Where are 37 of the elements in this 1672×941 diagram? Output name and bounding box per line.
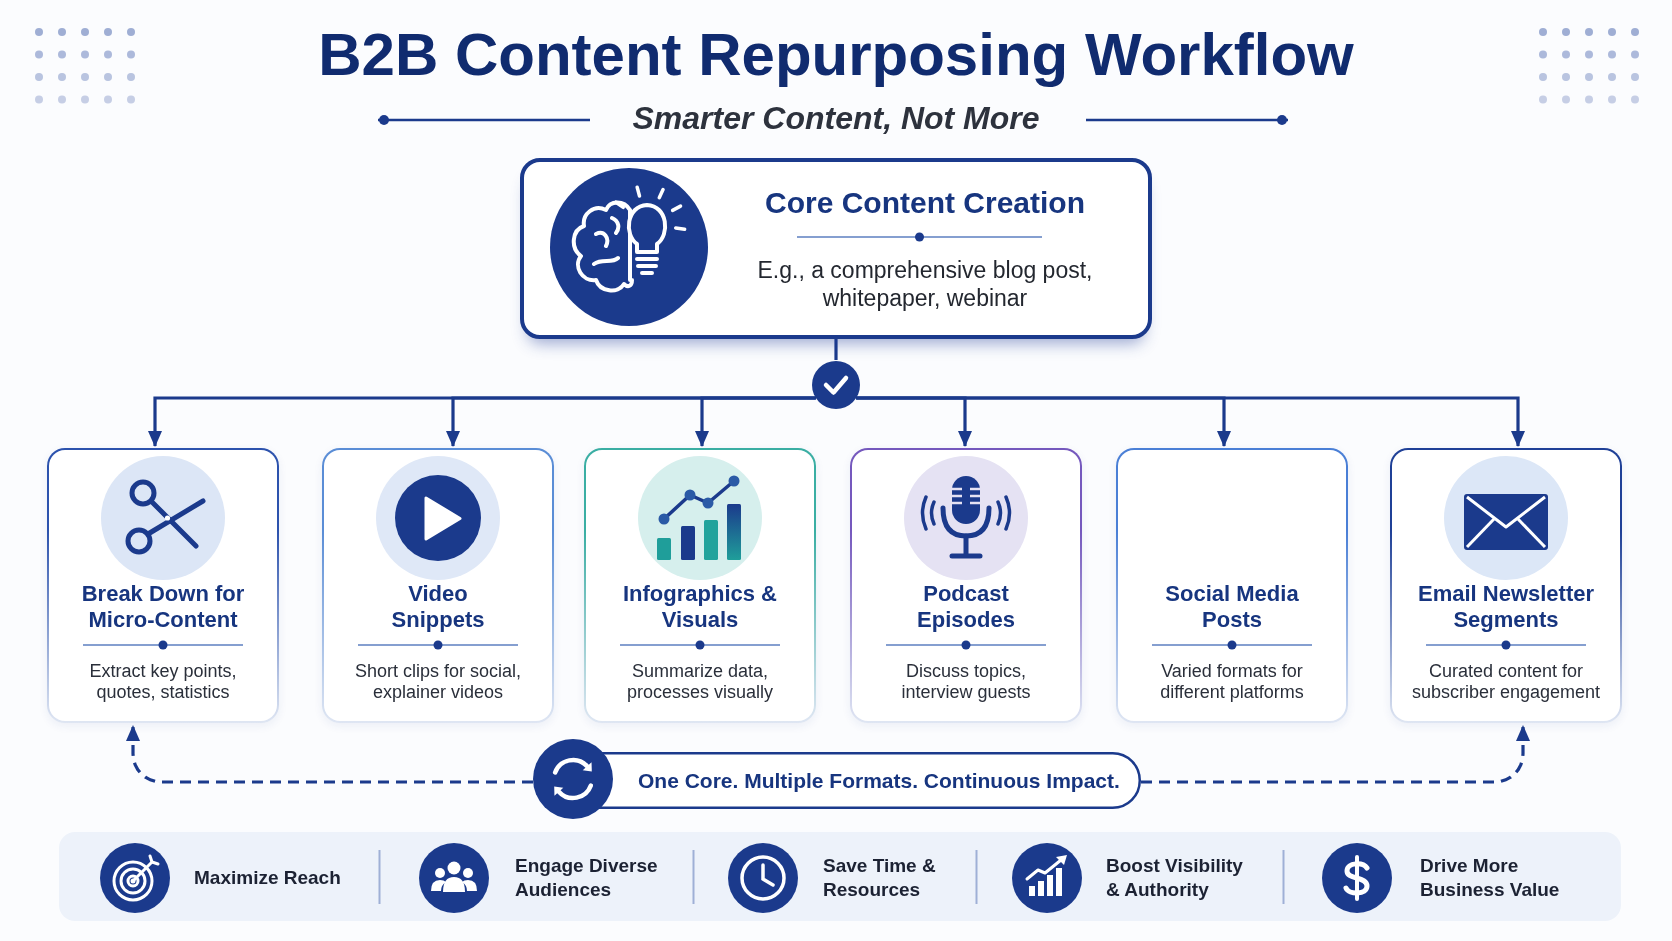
card-description: Extract key points, quotes, statistics: [88, 661, 238, 703]
connector-arrow: [695, 396, 816, 447]
banner-text: One Core. Multiple Formats. Continuous Impact.: [638, 767, 1120, 793]
format-card: [584, 448, 816, 723]
diagram-subtitle: Smarter Content, Not More: [632, 99, 1040, 138]
card-title: Infographics & Visuals: [622, 580, 778, 633]
card-description: Discuss topics, interview guests: [900, 661, 1032, 703]
connector-arrow: [856, 396, 1525, 447]
format-card: [47, 448, 279, 723]
card-description: Short clips for social, explainer videos: [353, 661, 523, 703]
card-title: Social Media Posts: [1164, 580, 1300, 633]
connector-line: [834, 339, 838, 360]
format-card: [1390, 448, 1622, 723]
benefit-text: Boost Visibility & Authority: [1106, 854, 1244, 902]
format-card: [322, 448, 554, 723]
card-description: Varied formats for different platforms: [1159, 661, 1305, 703]
core-content-card: [520, 158, 1152, 339]
diagram-title: B2B Content Repurposing Workflow: [318, 20, 1354, 90]
card-description: E.g., a comprehensive blog post, whitepaper, webinar: [756, 256, 1094, 312]
card-description: Summarize data, processes visually: [625, 661, 775, 703]
card-description: Curated content for subscriber engagement: [1410, 661, 1602, 703]
benefit-text: Maximize Reach: [194, 866, 342, 890]
card-title: Video Snippets: [390, 580, 486, 633]
card-title: Core Content Creation: [765, 185, 1085, 221]
slogan-banner: [533, 739, 1141, 819]
benefits-panel: [59, 832, 1621, 921]
checkmark-icon: [812, 361, 860, 409]
benefit-text: Save Time & Resources: [823, 854, 937, 902]
dashed-arrow: [1141, 725, 1530, 784]
benefit-text: Drive More Business Value: [1420, 854, 1561, 902]
format-card: [850, 448, 1082, 723]
card-title: Podcast Episodes: [916, 580, 1016, 633]
benefit-text: Engage Diverse Audiences: [515, 854, 659, 902]
card-title: Break Down for Micro-Content: [80, 580, 246, 633]
dashed-arrow: [126, 725, 533, 784]
card-title: Email Newsletter Segments: [1416, 580, 1596, 633]
format-card: [1116, 448, 1348, 723]
